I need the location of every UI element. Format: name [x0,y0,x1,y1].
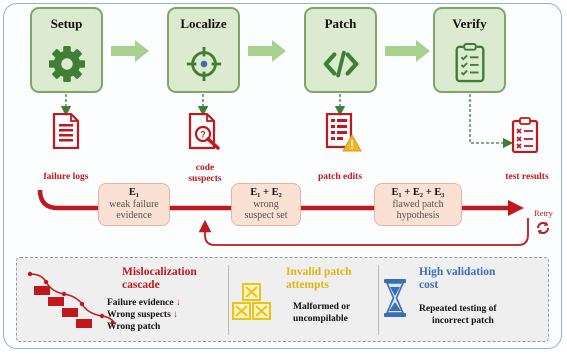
test-clipboard-icon [511,117,539,153]
evidence-e1-e2-line2: suspect set [244,210,288,221]
retry-label: Retry [534,208,553,218]
evidence-e1-e2-title: E₁ + E₂ [250,187,282,198]
high-validation-title-1: High validation [419,266,496,278]
mislocalization-line1: Failure evidence ↓ [107,298,181,310]
stage-verify: Verify [433,7,506,93]
code-suspects-label-line2: suspects [188,174,222,184]
mislocalization-line3: Wrong patch [107,322,161,332]
invalid-patch-line2: uncompilable [293,314,348,324]
down-arrow-icon: ↓ [175,298,181,308]
evidence-box-e1-e2-e3: E₁ + E₂ + E₃ flawed patch hypothesis [374,183,462,226]
patch-edits-label: patch edits [317,172,363,182]
stage-localize-title: Localize [180,16,227,31]
crosshair-target-icon [186,46,222,82]
document-warning-icon [325,113,362,152]
evidence-box-e1: E₁ weak failure evidence [98,183,170,226]
invalid-patch-title-2: attempts [286,279,329,291]
evidence-e1-line1: weak failure [109,198,159,210]
evidence-e1-title: E₁ [128,187,140,198]
cascade-stairs-icon [28,271,116,328]
arrow-setup-to-localize [111,40,149,62]
stage-patch: Patch [304,7,377,93]
stage-setup-title: Setup [50,16,83,31]
evidence-box-e1-e2: E₁ + E₂ wrong suspect set [231,183,301,226]
clipboard-checklist-icon [455,43,485,83]
arrow-localize-to-patch [248,40,286,62]
failure-logs-label: failure logs [43,172,89,182]
high-validation-title-2: cost [419,279,439,291]
evidence-flow-arrowhead [508,200,524,216]
code-suspects-label-line1: code [195,163,215,173]
document-log-icon [52,113,80,149]
gear-icon [48,45,86,83]
stage-patch-title: Patch [324,16,357,31]
invalid-patch-title-1: Invalid patch [286,266,352,278]
mislocalization-line2: Wrong suspects ↓ [107,310,178,322]
problems-panel [16,257,549,342]
down-arrow-icon: ↓ [173,310,178,320]
evidence-e1-e2-e3-line1: flawed patch [392,198,444,210]
mislocalization-line1-text: Failure evidence [107,298,174,308]
evidence-flow-line [37,189,510,211]
panel-divider-1 [228,265,229,335]
invalid-blocks-icon [232,283,271,320]
arrow-patch-to-verify [385,40,430,62]
mislocalization-title-1: Mislocalization [122,266,197,278]
svg-text:?: ? [200,130,206,140]
mislocalization-line2-text: Wrong suspects [107,310,171,320]
panel-divider-2 [378,265,379,335]
retry-cycle-icon [537,221,549,235]
verify-to-results-dashed [469,94,514,149]
stage-localize: Localize [167,7,240,93]
invalid-patch-line1: Malformed or [293,302,351,312]
evidence-e1-e2-line1: wrong [253,198,279,210]
stage-verify-title: Verify [452,16,487,31]
document-search-icon: ? [188,113,220,150]
stage-setup: Setup [30,7,103,93]
evidence-e1-e2-e3-line2: hypothesis [396,210,440,221]
test-results-label: test results [505,172,549,182]
code-brackets-icon [323,50,359,78]
high-validation-line2: incorrect patch [432,316,494,326]
hourglass-icon [384,279,406,317]
evidence-e1-line2: evidence [116,210,152,221]
mislocalization-title-2: cascade [122,279,160,291]
retry-loop-line [198,218,529,246]
high-validation-line1: Repeated testing of [419,304,497,314]
evidence-e1-e2-e3-title: E₁ + E₂ + E₃ [391,187,445,198]
